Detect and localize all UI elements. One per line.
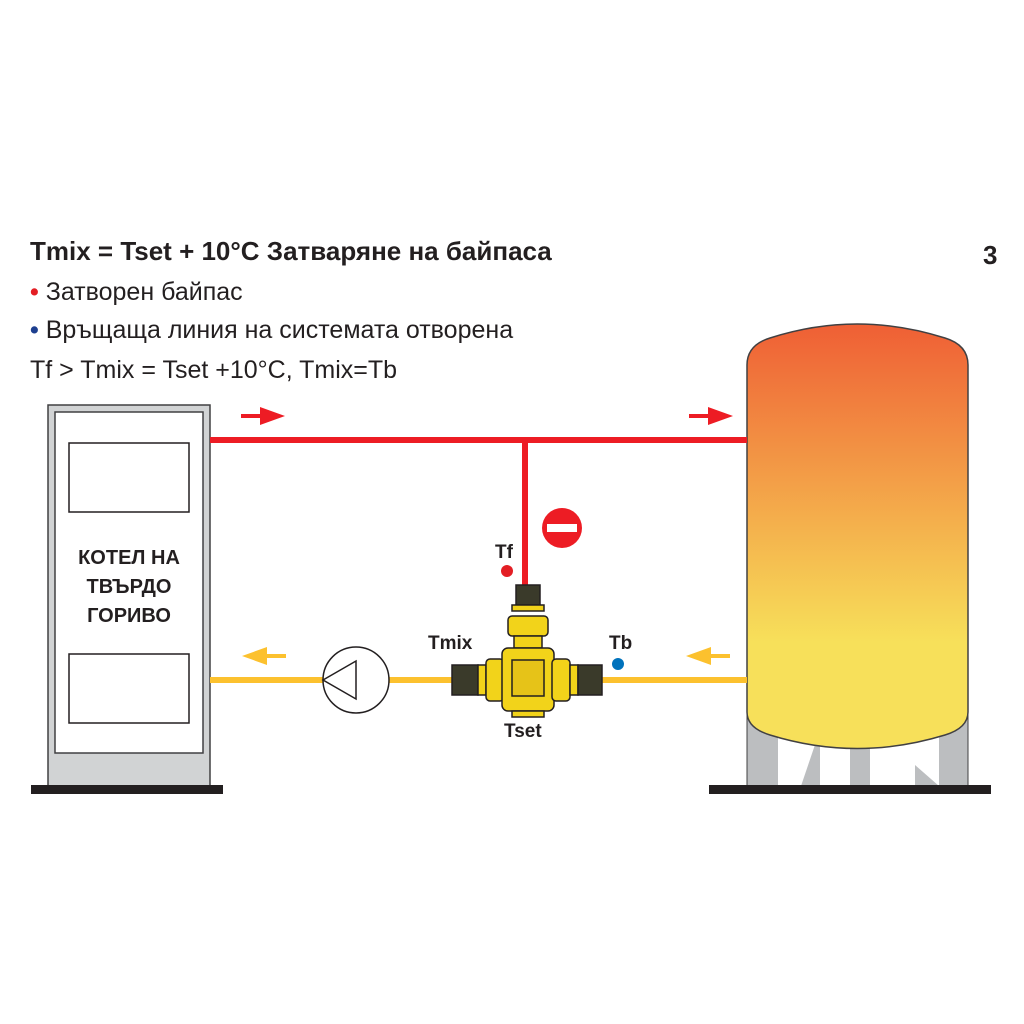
tb-label: Tb	[609, 633, 633, 654]
tb-sensor-dot	[612, 658, 624, 670]
arrow-left-icon	[242, 647, 286, 665]
arrow-left-icon	[686, 647, 730, 665]
solid-fuel-boiler	[31, 404, 223, 794]
thermostatic-mixing-valve	[451, 584, 603, 718]
boiler-lower-door	[68, 653, 190, 724]
tf-label: Tf	[495, 542, 513, 563]
arrow-right-icon	[689, 407, 733, 425]
page-number: 3	[983, 240, 998, 270]
formula: Tf > Tmix = Tset +10°C, Tmix=Tb	[30, 356, 398, 384]
bullet-closed-bypass: • Затворен байпас	[30, 278, 243, 306]
bypass-pipe	[522, 440, 528, 586]
arrow-right-icon	[241, 407, 285, 425]
boiler-upper-door	[68, 442, 190, 513]
supply-pipe	[210, 437, 747, 586]
pump-icon	[321, 646, 390, 714]
tf-sensor-dot	[501, 565, 513, 577]
tmix-label: Tmix	[428, 633, 473, 654]
no-entry-icon	[542, 508, 582, 548]
bullet-return-open: • Връщаща линия на системата отворена	[30, 316, 514, 344]
buffer-tank	[709, 323, 991, 794]
boiler-label: КОТЕЛ НА ТВЪРДО ГОРИВО	[55, 544, 203, 631]
boiler-base	[31, 785, 223, 794]
boiler-label-line: КОТЕЛ НА	[78, 547, 180, 569]
tank-base	[709, 785, 991, 794]
boiler-label-line: ТВЪРДО	[86, 576, 172, 598]
bullet-text: Затворен байпас	[45, 278, 243, 306]
tset-label: Tset	[504, 721, 542, 742]
diagram-title: Tmix = Tset + 10°C Затваряне на байпаса	[30, 236, 552, 266]
boiler-label-line: ГОРИВО	[87, 605, 171, 627]
bullet-text: Връщаща линия на системата отворена	[45, 316, 514, 344]
return-pipe	[210, 677, 747, 683]
